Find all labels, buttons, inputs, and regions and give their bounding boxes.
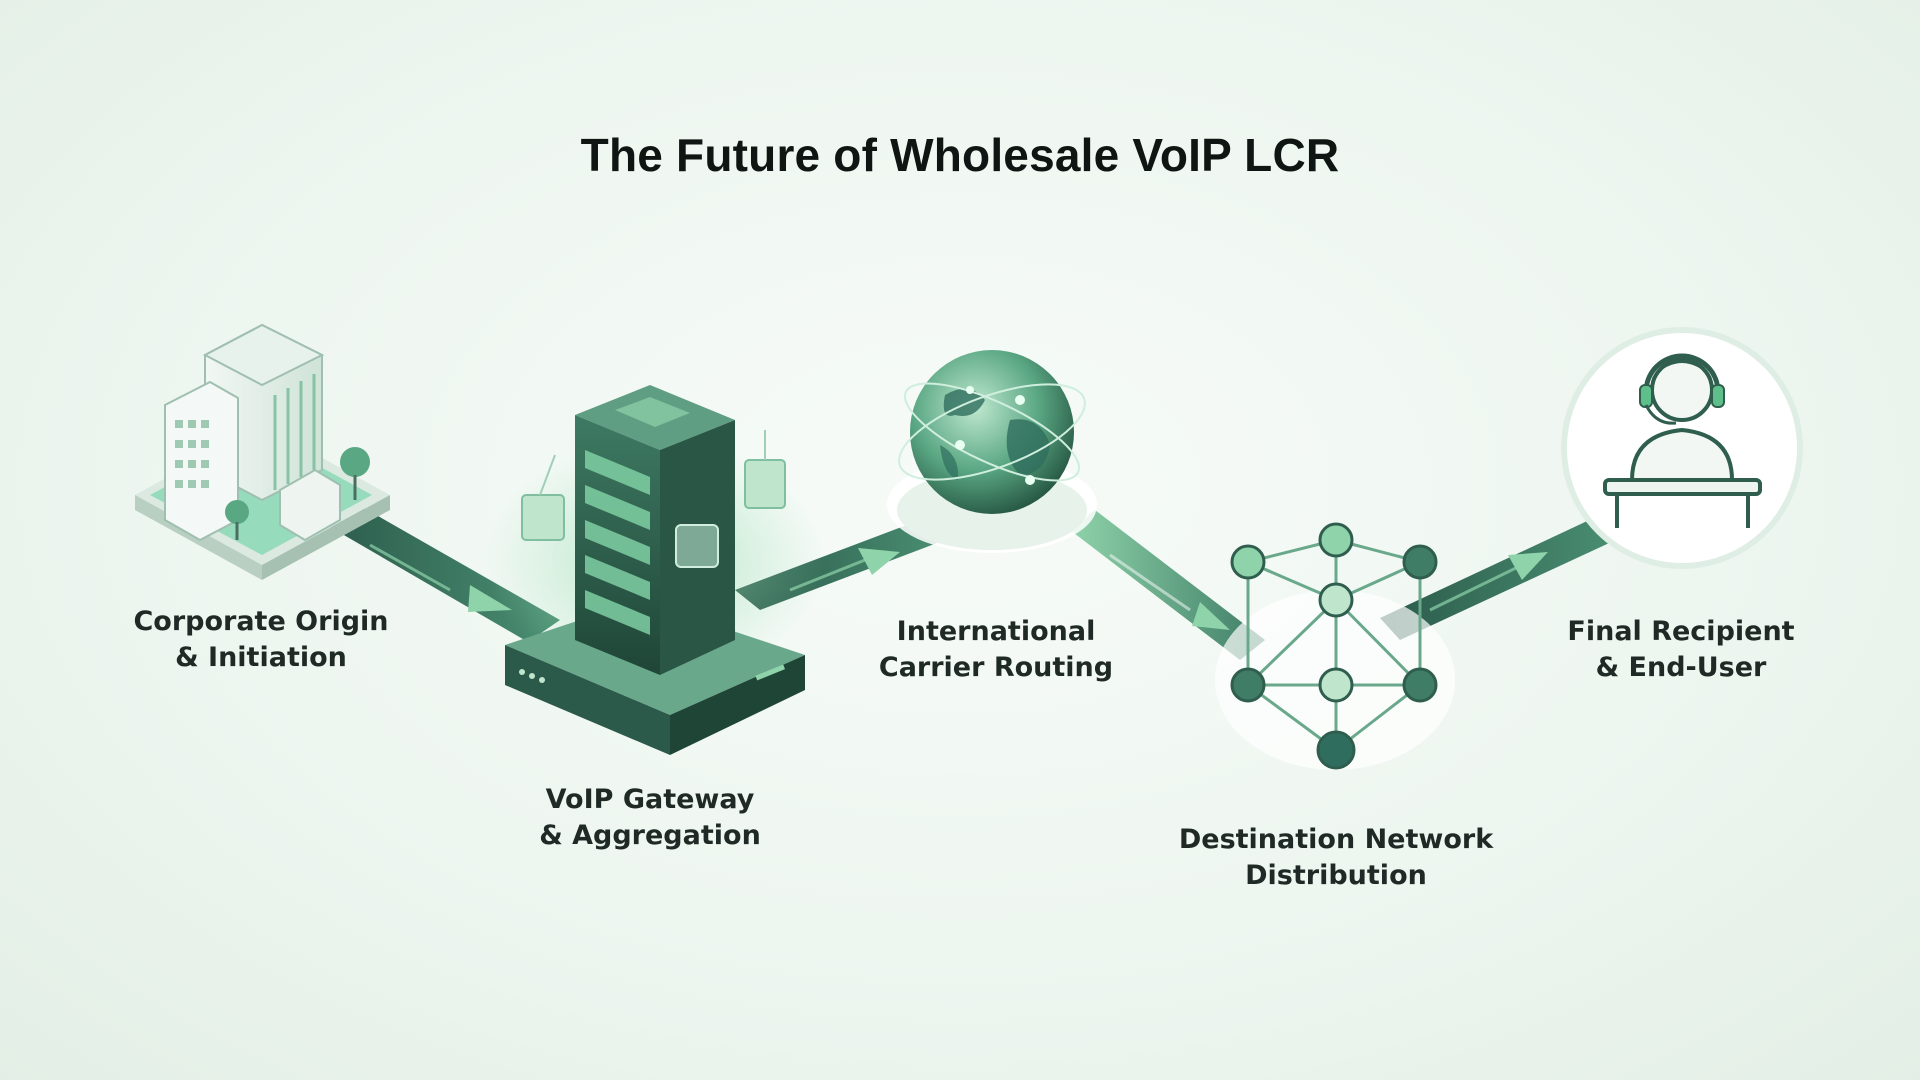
label-carrier-line2: Carrier Routing (878, 652, 1114, 683)
diagram-title: The Future of Wholesale VoIP LCR (580, 129, 1340, 181)
server-rack-icon (485, 385, 825, 755)
label-recipient: Final Recipient & End-User (1560, 614, 1802, 686)
label-destination-line1: Destination Network (1178, 824, 1494, 855)
office-building-icon (135, 323, 390, 580)
label-gateway: VoIP Gateway & Aggregation (530, 782, 770, 854)
label-destination-line2: Distribution (1245, 860, 1427, 891)
connector-destination-to-recipient (1380, 515, 1620, 640)
label-gateway-line2: & Aggregation (539, 820, 761, 851)
connector-carrier-to-destination (1070, 510, 1265, 660)
label-gateway-line1: VoIP Gateway (545, 784, 755, 815)
label-corporate: Corporate Origin & Initiation (130, 604, 392, 676)
label-carrier-line1: International (896, 616, 1096, 647)
label-recipient-line2: & End-User (1595, 652, 1767, 683)
label-carrier: International Carrier Routing (870, 614, 1122, 686)
label-recipient-line1: Final Recipient (1567, 616, 1795, 647)
globe-icon (887, 350, 1097, 553)
network-nodes-icon (1215, 522, 1455, 770)
label-corporate-line2: & Initiation (175, 642, 347, 673)
label-corporate-line1: Corporate Origin (133, 606, 389, 637)
label-destination: Destination Network Distribution (1170, 822, 1502, 894)
headset-agent-icon (1561, 327, 1803, 569)
